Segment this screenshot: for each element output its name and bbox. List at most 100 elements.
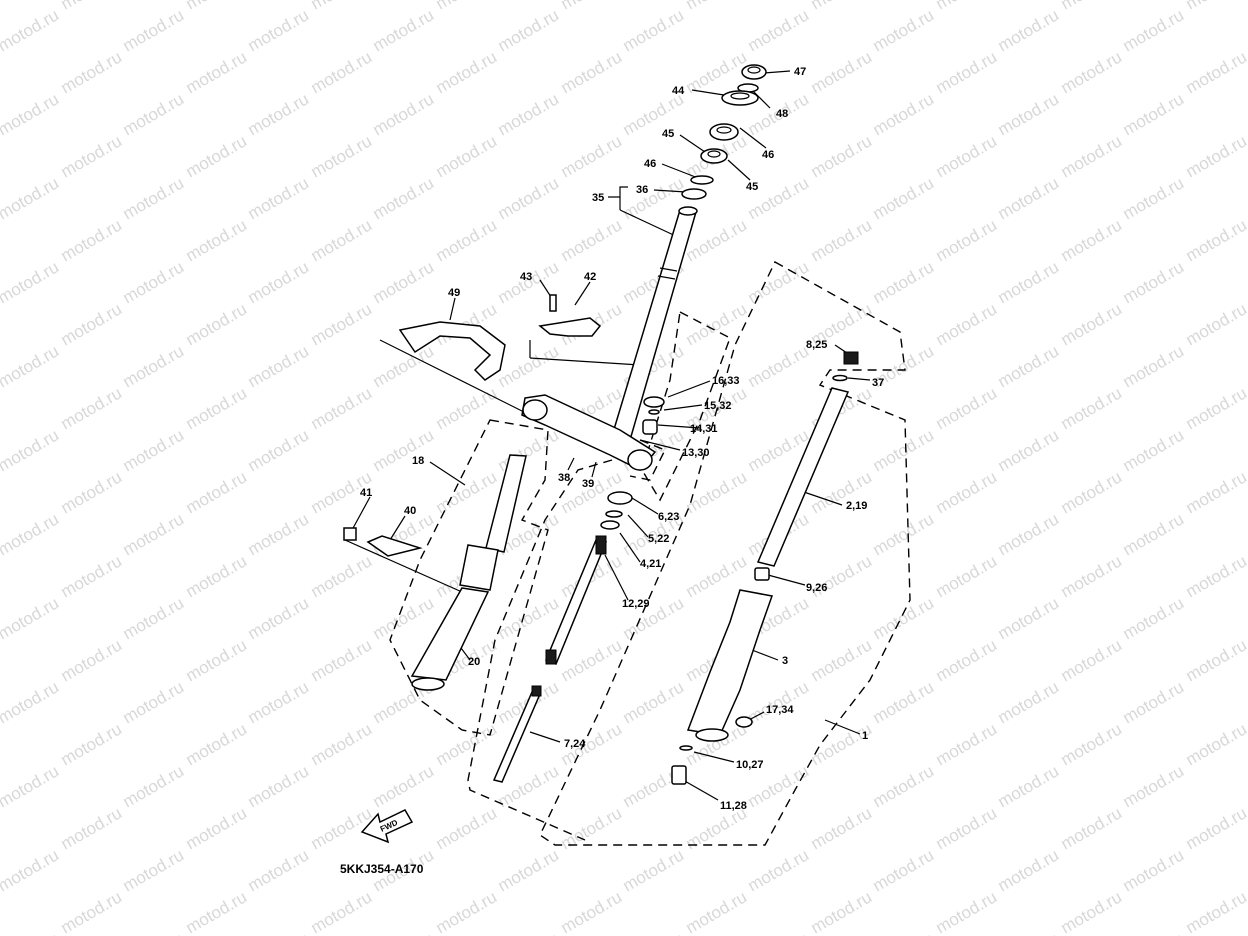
seal-nut: [843, 351, 859, 365]
inner-fork-tube: [485, 454, 527, 553]
callout-42: 42: [584, 271, 596, 283]
watermark-text: motod.ru: [683, 887, 751, 936]
watermark-text: motod.ru: [1183, 803, 1248, 853]
watermark-text: motod.ru: [1183, 0, 1248, 13]
watermark-text: motod.ru: [1120, 89, 1188, 139]
watermark-text: motod.ru: [1058, 0, 1126, 13]
callout-44: 44: [672, 85, 685, 97]
watermark-text: motod.ru: [995, 341, 1063, 391]
watermark-text: motod.ru: [558, 635, 626, 685]
oil-seal: [605, 510, 623, 518]
watermark-text: motod.ru: [58, 635, 126, 685]
watermark-text: motod.ru: [370, 5, 438, 55]
watermark-text: motod.ru: [0, 5, 62, 55]
watermark-text: motod.ru: [58, 131, 126, 181]
watermark-text: motod.ru: [0, 257, 62, 307]
watermark-text: motod.ru: [245, 173, 313, 223]
o-ring: [648, 409, 660, 415]
watermark-text: motod.ru: [870, 5, 938, 55]
watermark-text: motod.ru: [495, 173, 563, 223]
watermark-text: motod.ru: [58, 299, 126, 349]
watermark-text: motod.ru: [183, 887, 251, 936]
watermark-text: motod.ru: [808, 635, 876, 685]
watermark-text: motod.ru: [308, 131, 376, 181]
watermark-text: motod.ru: [683, 467, 751, 517]
watermark-text: motod.ru: [870, 761, 938, 811]
bushing: [607, 491, 633, 505]
watermark-text: motod.ru: [620, 929, 688, 936]
watermark-text: motod.ru: [433, 803, 501, 853]
watermark-text: motod.ru: [1245, 929, 1248, 936]
watermark-text: motod.ru: [245, 425, 313, 475]
callout-45: 45: [662, 128, 674, 140]
watermark-text: motod.ru: [183, 551, 251, 601]
watermark-text: motod.ru: [1245, 341, 1248, 391]
watermark-text: motod.ru: [1058, 635, 1126, 685]
outer-fork-tube: [756, 387, 850, 567]
watermark-text: motod.ru: [1245, 257, 1248, 307]
watermark-text: motod.ru: [870, 845, 938, 895]
callout-48: 48: [776, 108, 788, 120]
watermark-text: motod.ru: [1183, 299, 1248, 349]
watermark-text: motod.ru: [1120, 173, 1188, 223]
watermark-text: motod.ru: [58, 47, 126, 97]
callout-7-24: 7,24: [564, 738, 586, 750]
watermark-text: motod.ru: [58, 0, 126, 13]
watermark-text: motod.ru: [58, 383, 126, 433]
watermark-text: motod.ru: [370, 761, 438, 811]
watermark-text: motod.ru: [120, 173, 188, 223]
callout-39: 39: [582, 478, 594, 490]
callout-47: 47: [794, 66, 806, 78]
watermark-text: motod.ru: [683, 0, 751, 13]
watermark-text: motod.ru: [308, 635, 376, 685]
watermark-text: motod.ru: [1120, 5, 1188, 55]
watermark-text: motod.ru: [1183, 719, 1248, 769]
watermark-text: motod.ru: [558, 803, 626, 853]
callout-35: 35: [592, 192, 604, 204]
watermark-text: motod.ru: [995, 761, 1063, 811]
callout-labels: 47 48 44 46 45 45 46 36 35 43 42 49 8,25…: [360, 66, 884, 812]
callout-6-23: 6,23: [658, 511, 679, 523]
watermark-text: motod.ru: [0, 173, 62, 223]
callout-13-30: 13,30: [682, 447, 710, 459]
forward-arrow-icon: FWD: [360, 809, 414, 844]
watermark-text: motod.ru: [245, 845, 313, 895]
watermark-text: motod.ru: [370, 929, 438, 936]
bearing-cover: [709, 123, 739, 141]
watermark-text: motod.ru: [120, 509, 188, 559]
ball-race: [700, 148, 728, 164]
cap-bolt: [643, 396, 665, 408]
watermark-text: motod.ru: [558, 0, 626, 13]
watermark-text: motod.ru: [620, 677, 688, 727]
watermark-text: motod.ru: [1058, 47, 1126, 97]
watermark-text: motod.ru: [120, 257, 188, 307]
watermark-text: motod.ru: [120, 761, 188, 811]
callout-2-19: 2,19: [846, 500, 867, 512]
watermark-text: motod.ru: [1058, 887, 1126, 936]
watermark-text: motod.ru: [933, 719, 1001, 769]
watermark-text: motod.ru: [495, 845, 563, 895]
watermark-text: motod.ru: [245, 509, 313, 559]
watermark-text: motod.ru: [995, 5, 1063, 55]
callout-38: 38: [558, 472, 570, 484]
callout-3: 3: [782, 655, 788, 667]
watermark-text: motod.ru: [308, 551, 376, 601]
watermark-text: motod.ru: [245, 761, 313, 811]
watermark-text: motod.ru: [1120, 257, 1188, 307]
watermark-text: motod.ru: [870, 677, 938, 727]
watermark-text: motod.ru: [1245, 509, 1248, 559]
watermark-text: motod.ru: [745, 257, 813, 307]
callout-5-22: 5,22: [648, 533, 669, 545]
watermark-text: motod.ru: [370, 173, 438, 223]
watermark-text: motod.ru: [995, 593, 1063, 643]
callout-41: 41: [360, 487, 372, 499]
watermark-text: motod.ru: [245, 593, 313, 643]
watermark-text: motod.ru: [1183, 887, 1248, 936]
watermark-text: motod.ru: [120, 677, 188, 727]
callout-4-21: 4,21: [640, 558, 661, 570]
watermark-text: motod.ru: [245, 5, 313, 55]
watermark-text: motod.ru: [120, 89, 188, 139]
watermark-text: motod.ru: [0, 89, 62, 139]
watermark-text: motod.ru: [120, 5, 188, 55]
watermark-text: motod.ru: [1245, 677, 1248, 727]
